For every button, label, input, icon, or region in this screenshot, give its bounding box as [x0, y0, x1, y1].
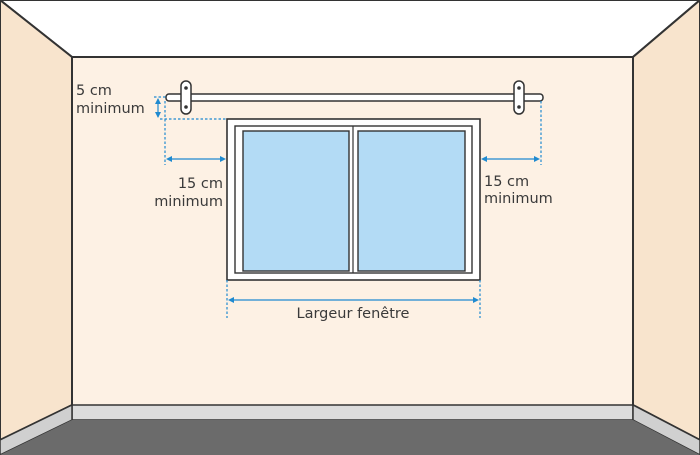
- left-rod-bracket: [180, 80, 192, 115]
- window-width-label: Largeur fenêtre: [297, 306, 410, 322]
- dimension-lines: [154, 96, 542, 318]
- left-window-pane: [242, 130, 350, 272]
- back-skirting: [71, 404, 634, 421]
- left-extension-label-line1: 15 cm: [178, 176, 223, 192]
- right-extension-label-line2: minimum: [484, 191, 553, 207]
- ceiling: [0, 0, 700, 58]
- curtain-rod: [165, 80, 544, 115]
- dimension-arrows: [155, 98, 540, 303]
- right-extension-label-line1: 15 cm: [484, 174, 529, 190]
- rod-height-label-line1: 5 cm: [76, 83, 112, 99]
- floor: [0, 420, 700, 455]
- window: [226, 118, 481, 281]
- rod-height-label-line2: minimum: [76, 101, 145, 117]
- right-window-pane: [357, 130, 466, 272]
- right-rod-bracket: [513, 80, 525, 115]
- left-wall: [0, 0, 73, 442]
- left-extension-label-line2: minimum: [154, 194, 223, 210]
- right-wall: [632, 0, 700, 442]
